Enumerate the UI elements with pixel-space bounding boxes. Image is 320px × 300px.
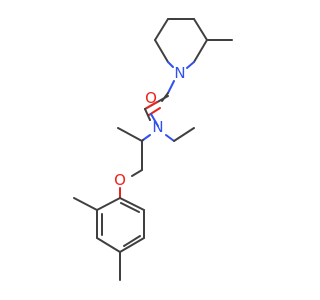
bond	[123, 235, 141, 247]
bond	[154, 39, 169, 63]
bond	[144, 108, 151, 121]
structure-canvas: O N N O	[73, 18, 233, 281]
bond	[165, 134, 175, 142]
bond	[150, 113, 159, 127]
atom-label-ether-oxygen: O	[114, 171, 126, 189]
bond	[119, 197, 145, 211]
bond	[131, 169, 143, 177]
bond	[167, 80, 175, 94]
bond	[193, 18, 208, 41]
atom-label-piperidine-nitrogen: N	[174, 64, 185, 82]
bond	[144, 101, 158, 110]
benzene-ring	[96, 197, 145, 253]
bond	[173, 127, 195, 142]
atom-label-carbonyl-oxygen: O	[145, 89, 157, 107]
bond	[186, 61, 195, 69]
bond	[167, 61, 174, 68]
bond	[119, 237, 145, 253]
bond	[154, 18, 169, 41]
atom-label-amide-nitrogen: N	[152, 118, 163, 136]
bond	[73, 197, 98, 211]
bond	[96, 237, 121, 253]
bond	[193, 39, 208, 63]
piperidine-ring	[154, 18, 233, 69]
bond	[117, 127, 143, 142]
bond	[142, 134, 151, 141]
bond	[120, 202, 140, 213]
molecule-diagram: O N N O	[73, 18, 233, 281]
bond	[96, 197, 121, 211]
